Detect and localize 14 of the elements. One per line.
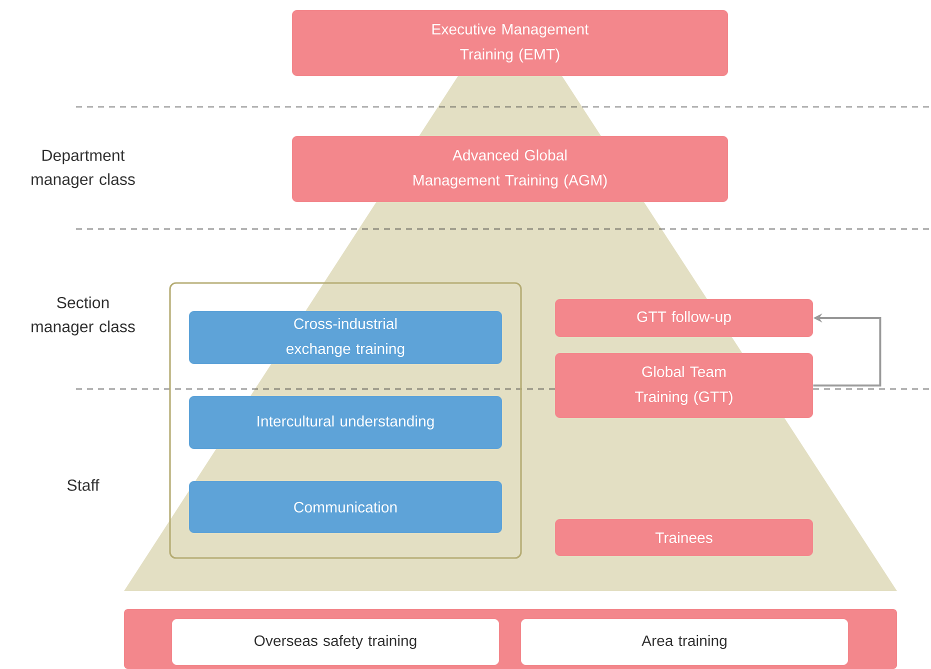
- skill-box: Intercultural understanding: [189, 396, 502, 449]
- training-box: Area training: [521, 619, 848, 665]
- level-label: Section manager class: [32, 296, 135, 336]
- skill-box: Communication: [189, 481, 502, 533]
- training-box: GTT follow-up: [555, 299, 813, 337]
- training-box: Executive Management Training (EMT): [292, 10, 728, 76]
- group-frame: [169, 282, 522, 559]
- level-label: Department manager class: [32, 150, 135, 188]
- training-box: Global Team Training (GTT): [555, 353, 813, 418]
- training-box: Overseas safety training: [172, 619, 499, 665]
- level-label: Staff: [67, 479, 100, 491]
- training-box: Trainees: [555, 519, 813, 556]
- skill-box: Cross-industrial exchange training: [189, 311, 502, 364]
- training-box: Advanced Global Management Training (AGM): [292, 136, 728, 202]
